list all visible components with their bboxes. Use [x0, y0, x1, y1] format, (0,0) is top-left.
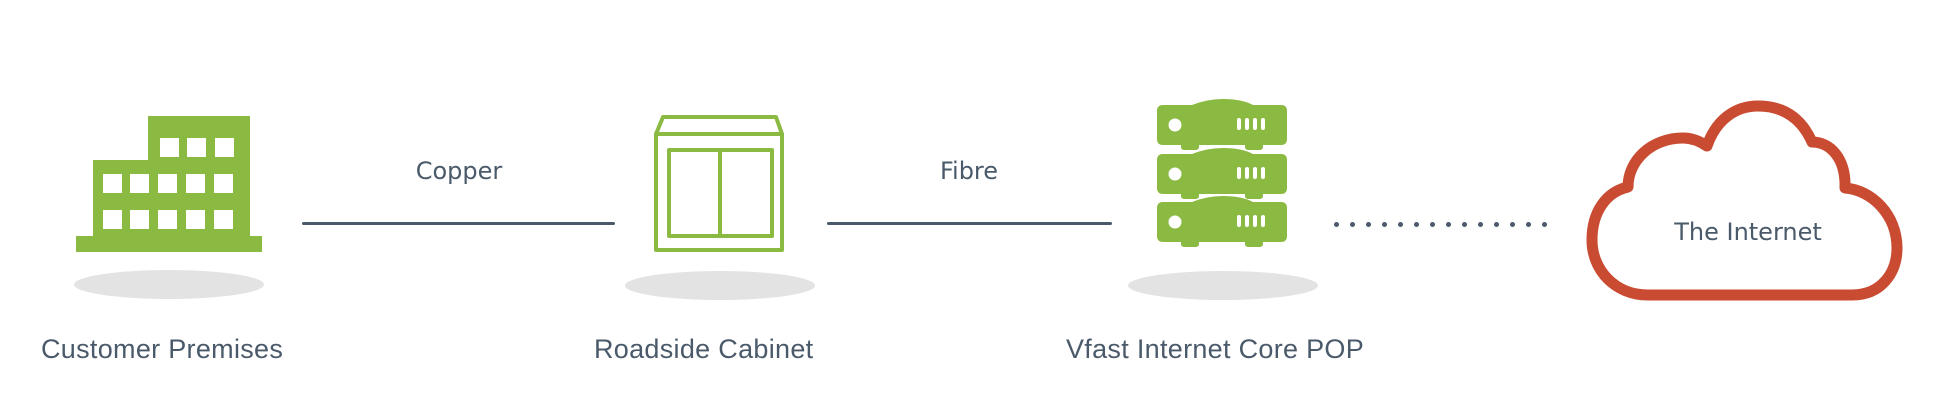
- dotted-link-dot: [1494, 222, 1499, 227]
- cabinet-shadow: [625, 271, 815, 300]
- link-label-copper: Copper: [415, 157, 503, 185]
- copper-link-line: [302, 222, 615, 225]
- dotted-link-dot: [1382, 222, 1387, 227]
- building-icon: [76, 116, 262, 252]
- node-label-vfast-pop: Vfast Internet Core POP: [1066, 334, 1365, 364]
- server-shadow: [1128, 271, 1318, 300]
- building-shadow: [74, 270, 264, 299]
- dotted-link-dot: [1350, 222, 1355, 227]
- node-label-the-internet: The Internet: [1674, 218, 1822, 246]
- dotted-link-dot: [1366, 222, 1371, 227]
- dotted-link-dot: [1414, 222, 1419, 227]
- dotted-link-dot: [1398, 222, 1403, 227]
- dotted-link-dot: [1510, 222, 1515, 227]
- dotted-link-dot: [1542, 222, 1547, 227]
- cabinet-icon: [654, 115, 784, 252]
- link-label-fibre: Fibre: [939, 157, 999, 185]
- dotted-link-dot: [1526, 222, 1531, 227]
- node-label-roadside-cabinet: Roadside Cabinet: [594, 334, 814, 364]
- dotted-link-dot: [1334, 222, 1339, 227]
- dotted-link-dot: [1446, 222, 1451, 227]
- dotted-link-dot: [1478, 222, 1483, 227]
- fibre-link-line: [827, 222, 1112, 225]
- dotted-link-dot: [1462, 222, 1467, 227]
- dotted-link-dot: [1430, 222, 1435, 227]
- node-label-customer-premises: Customer Premises: [41, 334, 284, 364]
